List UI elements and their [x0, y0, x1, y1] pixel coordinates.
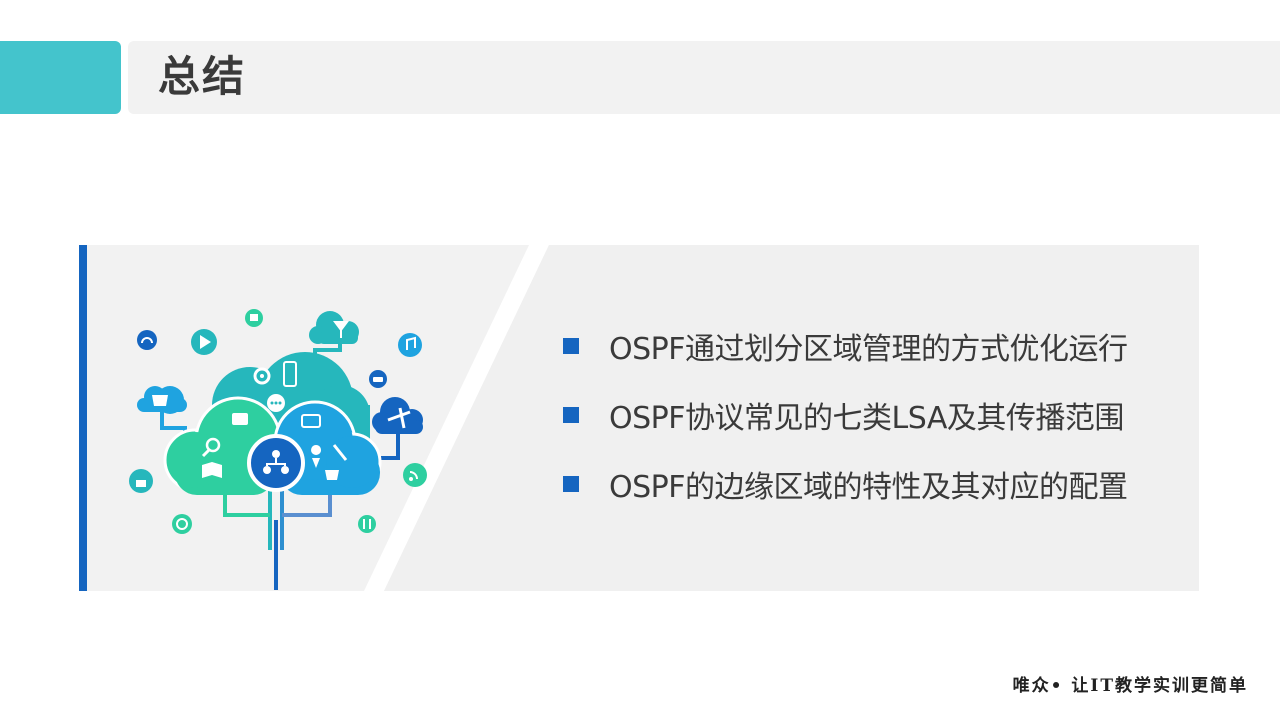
globe-icon: [172, 514, 192, 534]
rss-icon: [403, 463, 427, 487]
chat-icon: [267, 394, 285, 412]
message-icon: [245, 309, 263, 327]
cloud-network-illustration: [129, 309, 427, 590]
list-item: OSPF的边缘区域的特性及其对应的配置: [563, 460, 1203, 508]
summary-list: OSPF通过划分区域管理的方式优化运行 OSPF协议常见的七类LSA及其传播范围…: [563, 322, 1203, 529]
card-icon: [301, 414, 321, 428]
briefcase-icon: [232, 413, 248, 425]
title-accent-block: [0, 41, 121, 114]
cutlery-icon: [358, 515, 376, 533]
footer-slogan: 唯众• 让IT教学实训更简单: [1012, 676, 1248, 696]
diagonal-stripe: [364, 245, 549, 591]
panel-right-area: [384, 245, 1199, 591]
bullet-square-icon: [563, 407, 579, 423]
bullet-square-icon: [563, 476, 579, 492]
gear-icon: [253, 367, 271, 385]
play-icon: [191, 329, 217, 355]
list-item: OSPF协议常见的七类LSA及其传播范围: [563, 391, 1203, 439]
shopping-basket-icon: [137, 386, 187, 414]
music-icon: [398, 333, 422, 357]
branch-green: [223, 490, 270, 517]
panel-left-edge: [79, 245, 87, 591]
bullet-square-icon: [563, 338, 579, 354]
list-item-text: OSPF通过划分区域管理的方式优化运行: [609, 332, 1128, 367]
search-icon: [201, 437, 221, 458]
lock-icon: [129, 469, 153, 493]
summary-panel: [79, 245, 1199, 591]
airplane-icon: [372, 397, 423, 434]
wrench-icon: [332, 444, 348, 461]
list-item: OSPF通过划分区域管理的方式优化运行: [563, 322, 1203, 370]
cocktail-icon: [309, 311, 359, 344]
headphones-icon: [137, 330, 157, 350]
coffee-icon: [325, 470, 339, 480]
panel-background-art: [364, 245, 1199, 591]
car-icon: [369, 370, 387, 388]
title-bar: [128, 41, 1280, 114]
location-icon: [311, 445, 322, 468]
book-icon: [202, 462, 222, 478]
page-title: 总结: [158, 52, 247, 101]
phone-icon: [283, 361, 297, 387]
list-item-text: OSPF的边缘区域的特性及其对应的配置: [609, 470, 1128, 505]
network-icon: [247, 434, 305, 492]
list-item-text: OSPF协议常见的七类LSA及其传播范围: [609, 401, 1124, 436]
branch-plane: [378, 430, 400, 460]
branch-right: [282, 490, 332, 517]
